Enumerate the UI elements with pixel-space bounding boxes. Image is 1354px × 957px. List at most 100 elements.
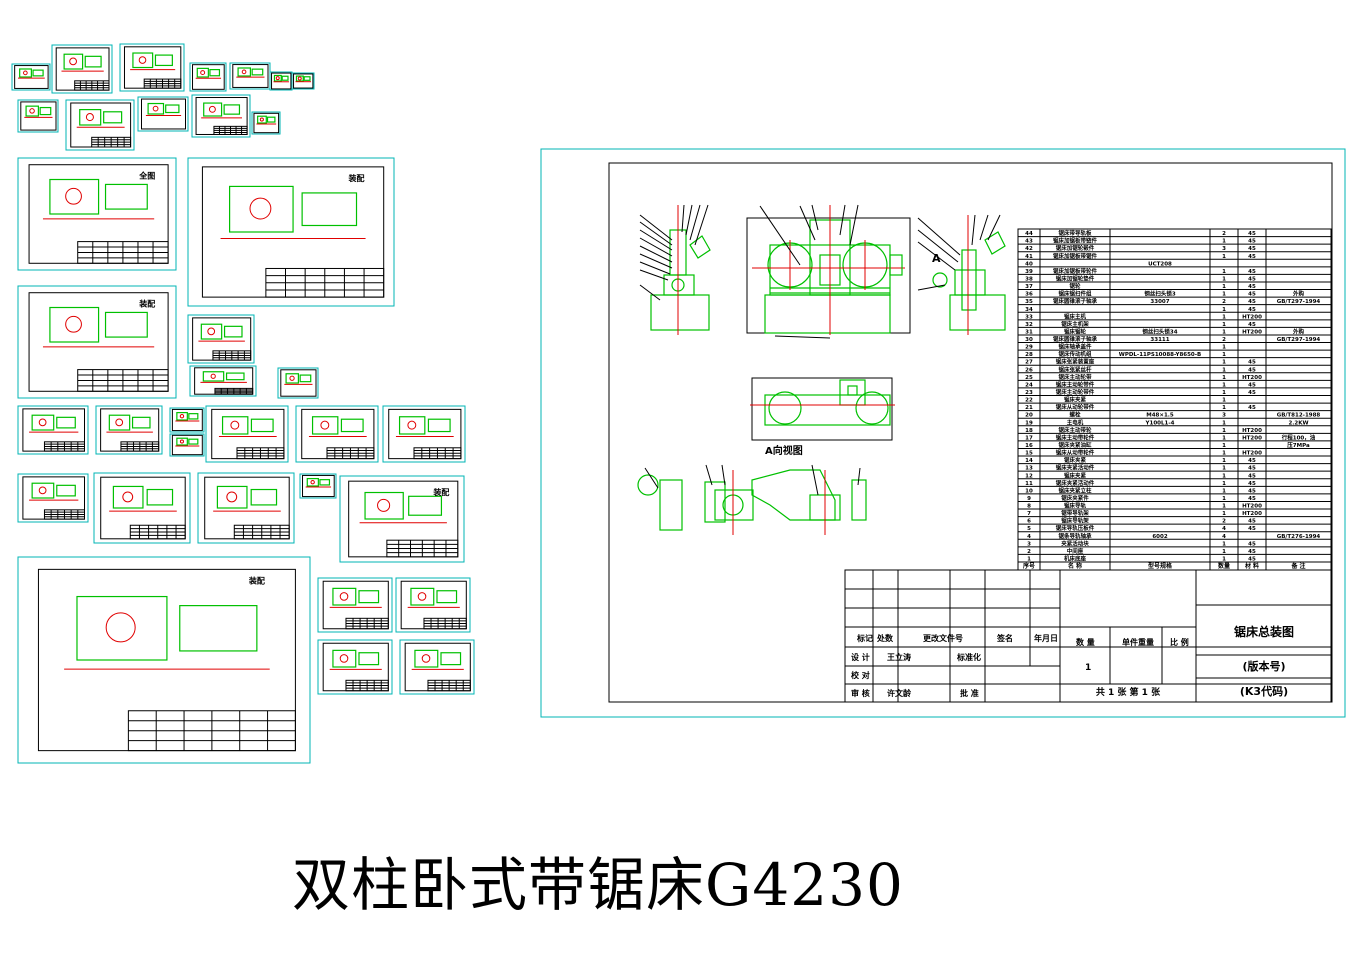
title-block[interactable]: 锯床总装图 (版本号) (K3代码) 标记 处数 更改文件号 签名 年月日 数 … [844, 569, 1332, 703]
bom-cell-mat: 45 [1248, 390, 1256, 396]
thumbnail-sheet[interactable] [65, 99, 135, 151]
bom-cell-name: 螺栓 [1069, 411, 1081, 419]
thumbnail-sheet[interactable] [51, 44, 113, 94]
thumbnail-sheet[interactable] [399, 639, 475, 695]
thumbnail-sheet[interactable] [11, 63, 51, 91]
bom-cell-spec: 6002 [1152, 534, 1167, 540]
thumbnail-sheet[interactable] [17, 99, 59, 133]
bom-cell-no: 38 [1025, 276, 1033, 282]
bom-cell-qty: 1 [1222, 398, 1226, 404]
thumbnail-sheet[interactable] [291, 72, 315, 90]
bom-cell-no: 16 [1025, 443, 1033, 449]
bom-cell-name: 锯床传动机组 [1058, 350, 1092, 358]
view-arrow-label: A [932, 252, 941, 265]
front-view-center [746, 204, 911, 339]
bom-cell-no: 18 [1025, 428, 1033, 434]
thumbnail-sheet[interactable] [277, 367, 319, 399]
bom-cell-no: 15 [1025, 451, 1033, 457]
thumbnail-sheet[interactable] [17, 405, 89, 455]
thumbnail-sheet[interactable] [197, 472, 295, 544]
bom-cell-no: 22 [1025, 398, 1033, 404]
bom-cell-mat: HT200 [1242, 375, 1262, 381]
bom-cell-qty: 1 [1222, 375, 1226, 381]
bom-cell-name: 锯床张紧装置座 [1056, 358, 1095, 366]
bom-footer-cell: 名 称 [1068, 562, 1082, 570]
bom-cell-qty: 4 [1222, 534, 1226, 540]
thumbnail-sheet[interactable] [189, 365, 257, 397]
bom-cell-no: 20 [1025, 413, 1033, 419]
bom-cell-qty: 4 [1222, 526, 1226, 532]
thumbnail-sheet[interactable] [251, 111, 281, 135]
thumbnail-sheet[interactable] [229, 62, 271, 90]
bom-cell-mat: 45 [1248, 239, 1256, 245]
bom-cell-no: 19 [1025, 420, 1033, 426]
bom-cell-no: 11 [1025, 481, 1033, 487]
bom-cell-spec: 钢丝扫头锁34 [1142, 327, 1177, 335]
thumbnail-sheet[interactable]: 装配 [339, 475, 465, 563]
thumbnail-sheet[interactable] [169, 433, 205, 457]
bom-cell-name: 主电机 [1067, 418, 1084, 426]
bom-cell-name: 锯床夹紧立柱 [1058, 486, 1092, 494]
section-views [637, 464, 867, 535]
thumbnail-label: 全图 [138, 171, 155, 181]
thumbnail-sheet[interactable] [395, 577, 471, 633]
bom-cell-no: 7 [1027, 511, 1031, 517]
thumbnail-sheet[interactable] [95, 405, 163, 455]
main-sheet-outer-frame [540, 148, 1346, 718]
thumbnail-sheet[interactable] [299, 473, 337, 499]
bom-cell-name: 锯床夹紧件 [1061, 494, 1089, 502]
bom-cell-qty: 2 [1222, 231, 1226, 237]
bom-cell-no: 31 [1025, 329, 1033, 335]
tb-design-label: 设 计 [851, 652, 870, 662]
a-view-label: A向视图 [765, 444, 803, 457]
thumbnail-sheet[interactable] [119, 43, 185, 92]
bom-cell-no: 33 [1025, 314, 1033, 320]
bom-cell-name: 锯床带导轨板 [1058, 229, 1092, 237]
thumbnail-sheet[interactable] [191, 94, 251, 138]
thumbnail-sheet[interactable] [382, 405, 466, 463]
bom-cell-no: 5 [1027, 526, 1031, 532]
thumbnail-sheet[interactable] [317, 577, 393, 633]
thumbnail-sheet[interactable] [269, 71, 293, 91]
main-sheet[interactable]: A A向视图 [540, 148, 1346, 718]
bom-cell-name: 中间座 [1067, 547, 1084, 555]
thumbnail-sheet[interactable] [205, 405, 289, 463]
thumbnail-sheet[interactable] [169, 407, 205, 433]
bom-cell-note: GB/T297-1994 [1277, 337, 1321, 343]
thumbnail-sheet[interactable] [317, 639, 393, 695]
tb-header-1: 处数 [876, 633, 894, 643]
bom-cell-mat: HT200 [1242, 451, 1262, 457]
thumbnail-sheet[interactable] [189, 62, 227, 92]
bom-cell-no: 4 [1027, 534, 1031, 540]
bom-cell-no: 13 [1025, 466, 1033, 472]
tb-header-2: 更改文件号 [923, 633, 963, 643]
tb-header-4: 年月日 [1034, 633, 1058, 643]
bom-cell-mat: 45 [1248, 284, 1256, 290]
thumbnail-sheet[interactable] [187, 314, 255, 364]
bom-cell-name: 锯床加锯板带锯件 [1053, 252, 1098, 260]
bom-cell-mat: 45 [1248, 473, 1256, 479]
bom-cell-qty: 1 [1222, 549, 1226, 555]
bom-footer-cell: 数量 [1218, 562, 1230, 570]
bom-cell-name: 锯床夹紧 [1064, 471, 1087, 479]
bom-cell-qty: 1 [1222, 451, 1226, 457]
thumbnail-sheet[interactable] [137, 96, 189, 132]
bom-cell-name: 锯床圆锥滚子轴承 [1053, 297, 1098, 305]
thumbnail-sheet[interactable]: 全图 [17, 157, 177, 271]
bom-cell-mat: HT200 [1242, 435, 1262, 441]
thumbnail-sheet[interactable] [93, 472, 191, 544]
thumbnail-sheet[interactable] [17, 473, 89, 523]
thumbnail-sheet[interactable]: 装配 [17, 556, 311, 764]
bom-cell-qty: 1 [1222, 360, 1226, 366]
thumbnail-sheet[interactable] [295, 405, 379, 463]
thumbnail-sheets[interactable]: 全图装配装配装配装配 [11, 43, 475, 764]
bom-cell-name: 锯床主动轮带件 [1056, 388, 1095, 396]
bom-cell-mat: 45 [1248, 269, 1256, 275]
bom-cell-no: 6 [1027, 519, 1031, 525]
thumbnail-sheet[interactable]: 装配 [187, 157, 395, 307]
bom-cell-name: 锯床主动轮带 [1058, 373, 1092, 381]
thumbnail-sheet[interactable]: 装配 [17, 285, 177, 399]
bom-cell-qty: 1 [1222, 473, 1226, 479]
